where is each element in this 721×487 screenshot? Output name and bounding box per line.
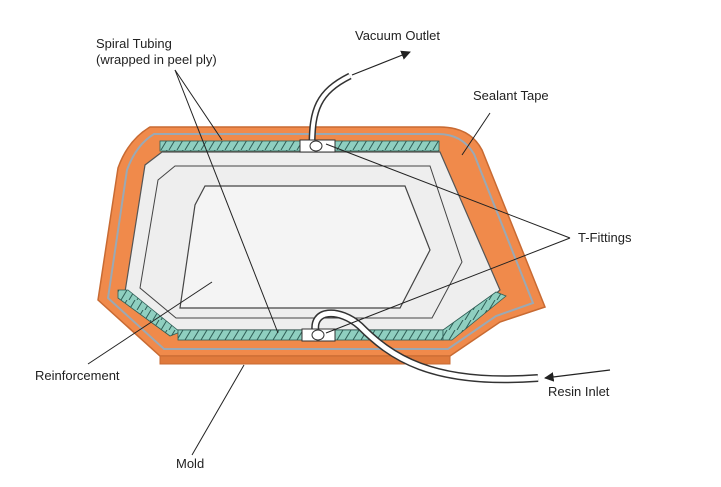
label-spiral-tubing-2: (wrapped in peel ply) bbox=[96, 52, 217, 67]
leader-reinforcement bbox=[87, 281, 213, 365]
spiral-tubing-bottom bbox=[117, 289, 507, 341]
leader-lines bbox=[87, 69, 571, 456]
label-spiral-tubing-1: Spiral Tubing bbox=[96, 36, 172, 51]
label-t-fittings: T-Fittings bbox=[578, 230, 632, 245]
label-sealant-tape: Sealant Tape bbox=[473, 88, 549, 103]
reinforcement-layers bbox=[139, 165, 463, 319]
leader-t-fitting-bottom bbox=[325, 237, 571, 334]
leader-sealant-tape bbox=[461, 112, 491, 156]
leader-spiral-bottom bbox=[174, 69, 279, 334]
t-fitting-bottom bbox=[301, 328, 336, 342]
leader-spiral-top bbox=[174, 69, 223, 141]
label-mold: Mold bbox=[176, 456, 204, 471]
vacuum-outlet-arrow bbox=[351, 50, 411, 76]
leader-t-fitting-top bbox=[325, 143, 571, 239]
label-vacuum-outlet: Vacuum Outlet bbox=[355, 28, 440, 43]
label-reinforcement: Reinforcement bbox=[35, 368, 120, 383]
vacuum-outlet-hose bbox=[308, 72, 352, 147]
t-fitting-top bbox=[299, 139, 336, 153]
resin-inlet-hose bbox=[311, 309, 539, 384]
label-resin-inlet: Resin Inlet bbox=[548, 384, 610, 399]
resin-inlet-arrow bbox=[544, 369, 611, 382]
leader-mold bbox=[191, 364, 245, 456]
